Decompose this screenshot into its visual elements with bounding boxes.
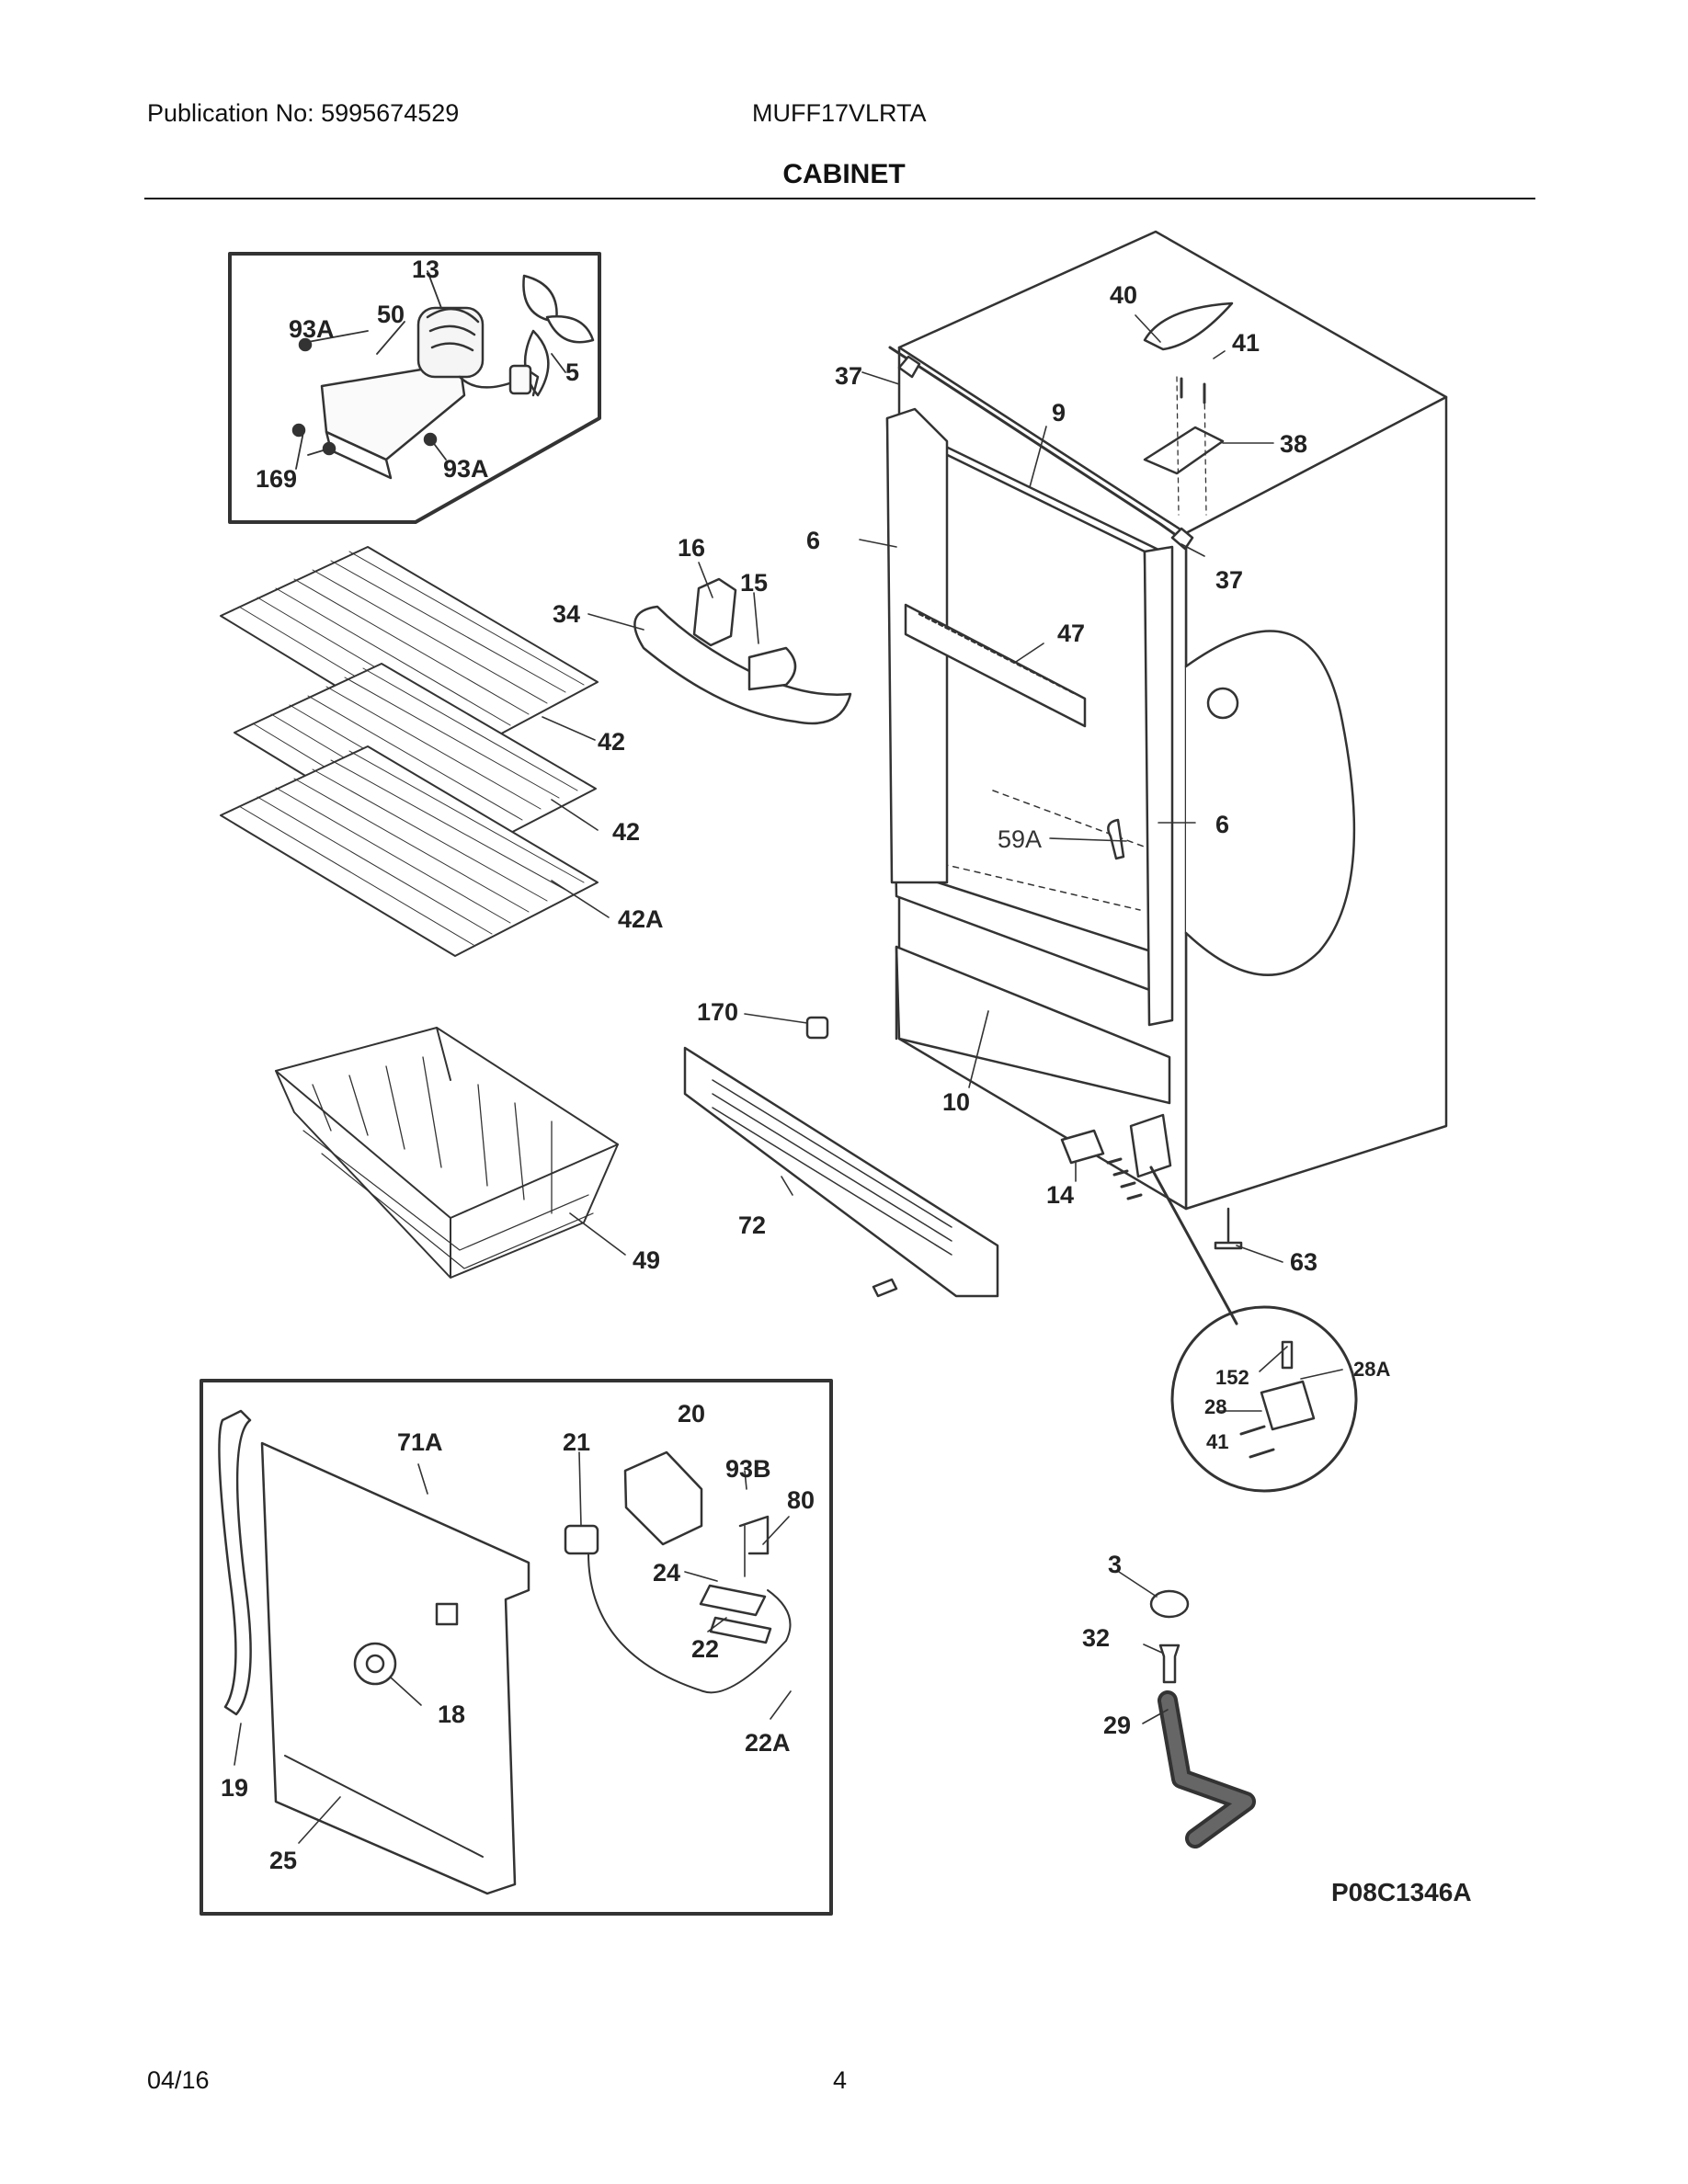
callout-40: 40 [1110,281,1137,309]
callout-93A-top: 93A [289,315,335,343]
callout-41-top: 41 [1232,329,1260,357]
callout-13: 13 [412,256,439,283]
callout-50: 50 [377,301,405,328]
callout-34: 34 [553,600,580,628]
callout-71A: 71A [397,1428,443,1456]
callout-170: 170 [697,998,738,1026]
callout-152: 152 [1215,1366,1249,1389]
fan-motor-inset [228,252,601,524]
model-number: MUFF17VLRTA [752,99,927,127]
freezer-cabinet [885,230,1448,1211]
callout-3: 3 [1108,1551,1122,1578]
callout-6-right: 6 [1215,811,1229,838]
publication-number: Publication No: 5995674529 [147,99,460,127]
callout-20: 20 [678,1400,705,1428]
callout-5: 5 [565,358,579,386]
callout-42-first: 42 [598,728,625,756]
callout-42A: 42A [618,905,664,933]
callout-169: 169 [256,465,297,493]
callout-80: 80 [787,1486,815,1514]
callout-37-left: 37 [835,362,862,390]
callout-32: 32 [1082,1624,1110,1652]
door-cam-handle [1149,1589,1256,1848]
callout-42-second: 42 [612,818,640,846]
callout-59A: 59A [998,825,1042,853]
callout-9: 9 [1052,399,1066,427]
callout-29: 29 [1103,1712,1131,1739]
callout-22: 22 [691,1635,719,1663]
callout-93B: 93B [725,1455,771,1483]
callout-14: 14 [1046,1181,1074,1209]
callout-19: 19 [221,1774,248,1802]
wire-shelves [220,546,599,957]
header-divider [144,198,1535,199]
callout-10: 10 [942,1088,970,1116]
section-title: CABINET [782,159,906,189]
callout-47: 47 [1057,620,1085,647]
callout-49: 49 [633,1246,660,1274]
light-assembly [633,577,852,725]
publication-date: 04/16 [147,2066,210,2094]
toe-grille [683,1046,999,1298]
evaporator-cover-inset [200,1379,833,1916]
callout-22A: 22A [745,1729,791,1757]
callout-labels: 13 93A 50 5 169 93A 40 41 37 9 38 37 6 1… [221,256,1472,1906]
callout-38: 38 [1280,430,1307,458]
callout-21: 21 [563,1428,590,1456]
callout-63: 63 [1290,1248,1317,1276]
callout-24: 24 [653,1559,680,1587]
callout-25: 25 [269,1847,297,1874]
small-parts [805,1016,1243,1250]
wire-basket [275,1027,619,1279]
callout-16: 16 [678,534,705,562]
page-number: 4 [833,2066,848,2094]
callout-15: 15 [740,569,768,597]
callout-41-bottom: 41 [1206,1430,1228,1453]
callout-18: 18 [438,1701,465,1728]
callout-93A-bottom: 93A [443,455,489,483]
callout-37-right: 37 [1215,566,1243,594]
callout-6-left: 6 [806,527,820,554]
hinge-detail [1149,1166,1358,1493]
drawing-code: P08C1346A [1331,1878,1472,1906]
callout-28: 28 [1204,1395,1226,1418]
callout-28A: 28A [1353,1358,1390,1381]
callout-leaders [234,314,1343,1844]
callout-72: 72 [738,1211,766,1239]
